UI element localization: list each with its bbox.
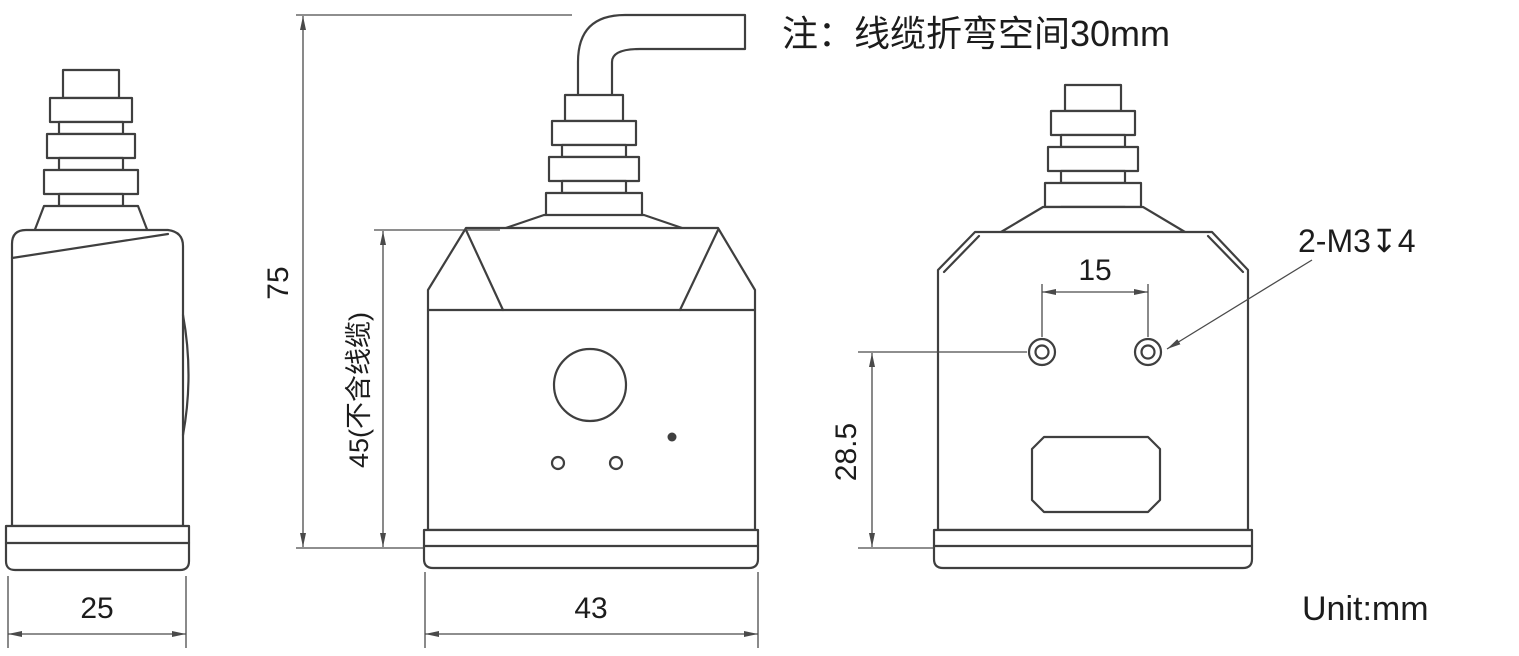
- cable: [576, 13, 747, 102]
- front-body-height-dimension: 45(不含线缆): [344, 229, 500, 547]
- back-hole-spacing-dimension: 15: [1041, 254, 1149, 337]
- back-thread-callout: 2-M3↧4: [1166, 223, 1416, 350]
- side-width-label: 25: [80, 592, 113, 625]
- front-width-label: 43: [574, 592, 607, 625]
- indicator-dot-left: [550, 455, 566, 471]
- side-strain-relief: [32, 68, 150, 234]
- screw-hole-right-inner: [1140, 344, 1156, 360]
- side-body: [4, 228, 191, 572]
- back-strain-relief: [999, 83, 1187, 234]
- front-total-height-dimension: 75: [262, 14, 572, 549]
- indicator-dot-right: [608, 455, 624, 471]
- cable-bend-note: 注：线缆折弯空间30mm: [782, 13, 1170, 54]
- front-view: 75 45(不含线缆) 43: [262, 13, 760, 648]
- back-hole-offset-dimension: 28.5: [830, 351, 1027, 549]
- front-body-height-label: 45(不含线缆): [344, 312, 374, 468]
- back-view: 15 28.5 2-M3↧4: [830, 83, 1416, 570]
- front-strain-relief: [498, 93, 690, 232]
- unit-label: Unit:mm: [1302, 590, 1429, 628]
- front-body: [422, 226, 760, 570]
- front-total-height-label: 75: [262, 266, 295, 299]
- connector-opening: [1030, 435, 1162, 514]
- back-hole-spacing-label: 15: [1078, 254, 1111, 287]
- thread-callout-label: 2-M3↧4: [1298, 223, 1416, 259]
- side-view: 25: [4, 68, 191, 648]
- lens-circle: [552, 347, 628, 423]
- back-body: [932, 230, 1254, 570]
- front-width-dimension: 43: [424, 572, 759, 648]
- side-width-dimension: 25: [7, 576, 187, 648]
- back-hole-offset-label: 28.5: [830, 423, 863, 481]
- indicator-dot-small: [667, 432, 677, 442]
- screw-hole-left-inner: [1034, 344, 1050, 360]
